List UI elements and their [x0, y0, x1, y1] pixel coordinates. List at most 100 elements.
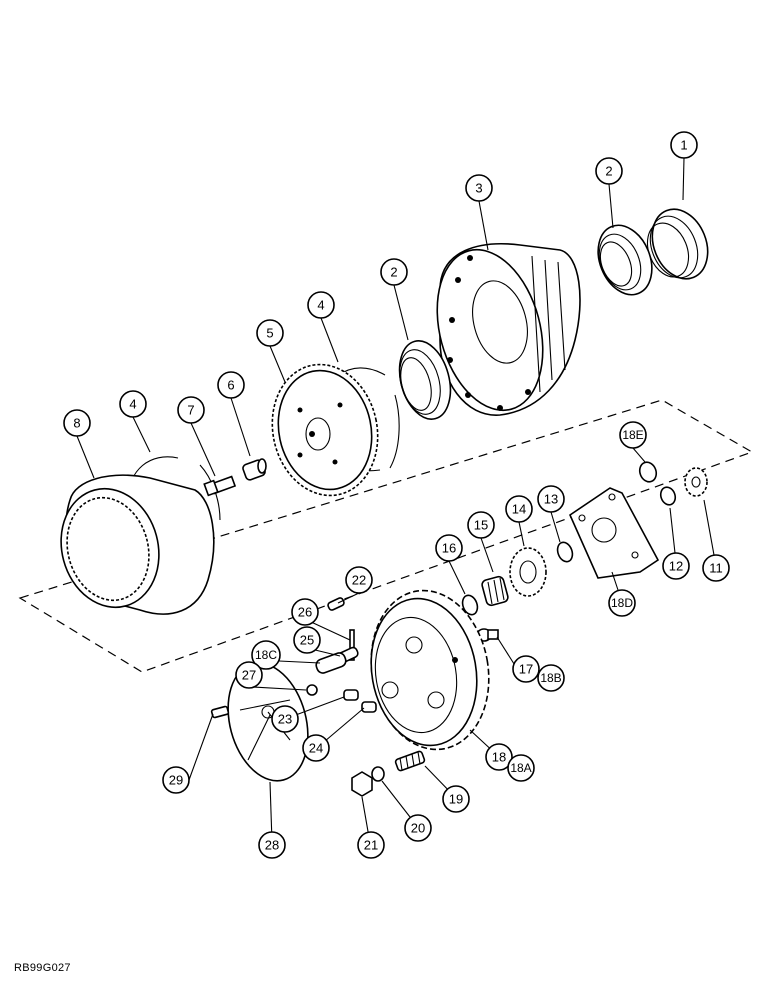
callout-19: 19	[442, 785, 470, 813]
callout-2-label: 2	[390, 265, 397, 280]
callout-24-label: 24	[309, 741, 323, 756]
part-washer-20	[371, 766, 385, 782]
callout-2: 2	[380, 258, 408, 286]
drawing-reference-code: RB99G027	[14, 962, 71, 974]
part-washer-16	[461, 594, 479, 616]
callout-22-label: 22	[352, 573, 366, 588]
callout-23: 23	[271, 705, 299, 733]
part-nut-21	[351, 771, 373, 797]
callout-27-label: 27	[242, 668, 256, 683]
callout-28-label: 28	[265, 838, 279, 853]
callout-15: 15	[467, 511, 495, 539]
callout-7-label: 7	[187, 403, 194, 418]
callout-12-label: 12	[669, 559, 683, 574]
callout-4: 4	[307, 291, 335, 319]
callout-11-label: 11	[709, 561, 723, 576]
part-stud-19	[394, 750, 426, 772]
part-bushing	[242, 458, 267, 481]
part-gear-plate	[271, 363, 379, 497]
callout-18d-label: 18D	[611, 596, 633, 610]
callout-1-label: 1	[680, 138, 687, 153]
callout-18c: 18C	[251, 640, 281, 670]
callout-4: 4	[119, 390, 147, 418]
callout-18e: 18E	[619, 421, 647, 449]
callout-22: 22	[345, 566, 373, 594]
part-bolt	[203, 475, 237, 497]
callout-18-label: 18	[492, 750, 506, 765]
callout-8-label: 8	[73, 416, 80, 431]
callout-26: 26	[291, 598, 319, 626]
part-washer-12	[659, 486, 677, 506]
callout-18d: 18D	[608, 589, 636, 617]
callout-25-label: 25	[300, 633, 314, 648]
callout-8: 8	[63, 409, 91, 437]
callout-13-label: 13	[544, 492, 558, 507]
callout-21: 21	[357, 831, 385, 859]
callout-2-label: 2	[605, 164, 612, 179]
callout-7: 7	[177, 396, 205, 424]
part-screw-29	[210, 705, 230, 719]
part-planet-gear	[509, 547, 547, 597]
callout-16-label: 16	[442, 541, 456, 556]
callout-12: 12	[662, 552, 690, 580]
callout-1: 1	[670, 131, 698, 159]
callout-23-label: 23	[278, 712, 292, 727]
part-washer-18e	[638, 461, 658, 483]
callout-29: 29	[162, 766, 190, 794]
part-small-gear	[684, 467, 708, 497]
callout-3-label: 3	[475, 181, 482, 196]
callout-18: 18	[485, 743, 513, 771]
callout-19-label: 19	[449, 792, 463, 807]
callout-18e-label: 18E	[622, 428, 643, 442]
callout-20: 20	[404, 814, 432, 842]
callout-2: 2	[595, 157, 623, 185]
assembly-plane-outline	[18, 399, 754, 673]
callout-17: 17	[512, 655, 540, 683]
callout-13: 13	[537, 485, 565, 513]
callout-5: 5	[256, 319, 284, 347]
part-washer-13	[556, 541, 574, 563]
callout-20-label: 20	[411, 821, 425, 836]
callout-28: 28	[258, 831, 286, 859]
callout-18a-label: 18A	[510, 761, 531, 775]
part-cover-plate	[227, 662, 309, 782]
callout-27: 27	[235, 661, 263, 689]
callout-4-label: 4	[129, 397, 136, 412]
callout-5-label: 5	[266, 326, 273, 341]
part-shaft-18c	[315, 652, 347, 674]
leader-lines	[76, 157, 715, 844]
part-carrier-housing	[370, 589, 490, 751]
callout-17-label: 17	[519, 662, 533, 677]
callout-6: 6	[217, 371, 245, 399]
callout-15-label: 15	[474, 518, 488, 533]
callout-18a: 18A	[507, 754, 535, 782]
part-carrier-plate	[568, 487, 660, 579]
part-pin-26	[349, 629, 355, 661]
part-seal-ring	[646, 208, 709, 280]
callout-25: 25	[293, 626, 321, 654]
callout-29-label: 29	[169, 773, 183, 788]
callout-18c-label: 18C	[255, 648, 277, 662]
part-pin-22	[327, 597, 345, 611]
callout-26-label: 26	[298, 605, 312, 620]
part-spring-24	[361, 701, 377, 713]
callout-14: 14	[505, 495, 533, 523]
callout-3: 3	[465, 174, 493, 202]
callout-14-label: 14	[512, 502, 526, 517]
callout-18b-label: 18B	[540, 671, 561, 685]
part-hub-housing	[436, 243, 581, 416]
callout-24: 24	[302, 734, 330, 762]
part-bearing-upper	[597, 224, 653, 296]
part-needle-bearing	[481, 575, 509, 607]
part-bearing-lower	[398, 340, 452, 420]
callout-16: 16	[435, 534, 463, 562]
part-ring-gear	[60, 474, 215, 615]
part-plug-23	[343, 689, 359, 701]
part-ball-27	[306, 684, 318, 696]
callout-4-label: 4	[317, 298, 324, 313]
callout-11: 11	[702, 554, 730, 582]
callout-21-label: 21	[364, 838, 378, 853]
callout-6-label: 6	[227, 378, 234, 393]
callout-18b: 18B	[537, 664, 565, 692]
